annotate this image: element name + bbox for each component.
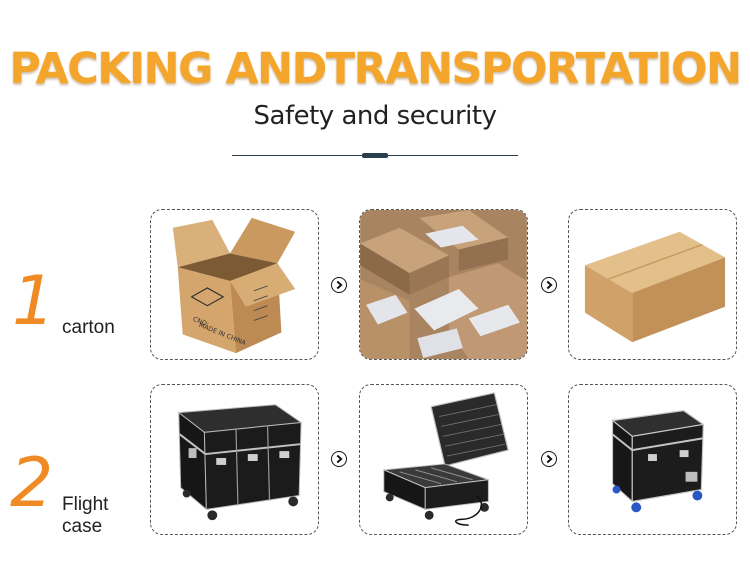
page-subtitle: Safety and security	[253, 101, 497, 131]
step-2-label-line1: Flight	[62, 494, 109, 515]
title-divider-mark	[362, 153, 388, 158]
step-2-number: 2	[10, 444, 54, 523]
chevron-right-icon	[541, 451, 557, 467]
chevron-right-icon	[541, 277, 557, 293]
chevron-right-icon	[331, 277, 347, 293]
page-title: PACKING ANDTRANSPORTATION	[9, 44, 742, 94]
open-carton-image: CNO: MADE IN CHINA	[150, 209, 319, 360]
step-1-number: 1	[12, 262, 56, 341]
step-2-label-line2: case	[62, 516, 103, 537]
carton-dividers-image	[359, 209, 528, 360]
step-1-label: carton	[62, 317, 115, 338]
closed-flight-case-image	[150, 384, 319, 535]
sealed-carton-image	[568, 209, 737, 360]
small-flight-case-image	[568, 384, 737, 535]
chevron-right-icon	[331, 451, 347, 467]
open-flight-case-image	[359, 384, 528, 535]
